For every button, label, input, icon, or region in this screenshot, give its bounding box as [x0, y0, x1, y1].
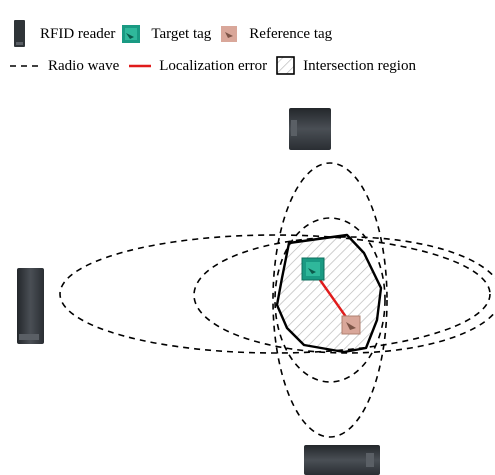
legend-reader: RFID reader	[0, 19, 115, 49]
reference-tag-icon	[341, 315, 361, 335]
legend-row-1: RFID reader Target tag Reference tag	[0, 19, 332, 49]
legend-region: Intersection region	[275, 55, 416, 77]
legend-target-label: Target tag	[151, 25, 212, 42]
target-tag-icon	[301, 257, 325, 281]
rfid-reader-top-icon	[289, 108, 331, 150]
legend-reference-label: Reference tag	[249, 25, 333, 42]
legend-region-label: Intersection region	[303, 57, 416, 74]
radio-wave-left	[59, 234, 491, 354]
legend-error: Localization error	[127, 56, 267, 76]
red-line-icon	[129, 64, 152, 68]
legend-reader-label: RFID reader	[40, 25, 116, 42]
hatched-square-icon	[276, 56, 295, 75]
rfid-reader-left-icon	[17, 268, 44, 344]
legend-row-2: Radio wave Localization error Intersecti…	[0, 54, 416, 78]
legend-wave-label: Radio wave	[48, 57, 120, 74]
radio-wave-top	[272, 162, 388, 438]
radio-wave-inner	[274, 217, 386, 383]
radio-waves	[59, 162, 495, 438]
dashed-line-icon	[10, 65, 40, 67]
reference-tag-icon	[221, 26, 238, 42]
legend-target: Target tag	[119, 23, 211, 45]
rfid-reader-icon	[14, 20, 25, 47]
target-tag-icon	[122, 25, 141, 43]
legend-reference: Reference tag	[217, 23, 332, 45]
legend-wave: Radio wave	[0, 56, 119, 76]
rfid-reader-bottom-icon	[304, 445, 380, 475]
legend-error-label: Localization error	[159, 57, 268, 74]
